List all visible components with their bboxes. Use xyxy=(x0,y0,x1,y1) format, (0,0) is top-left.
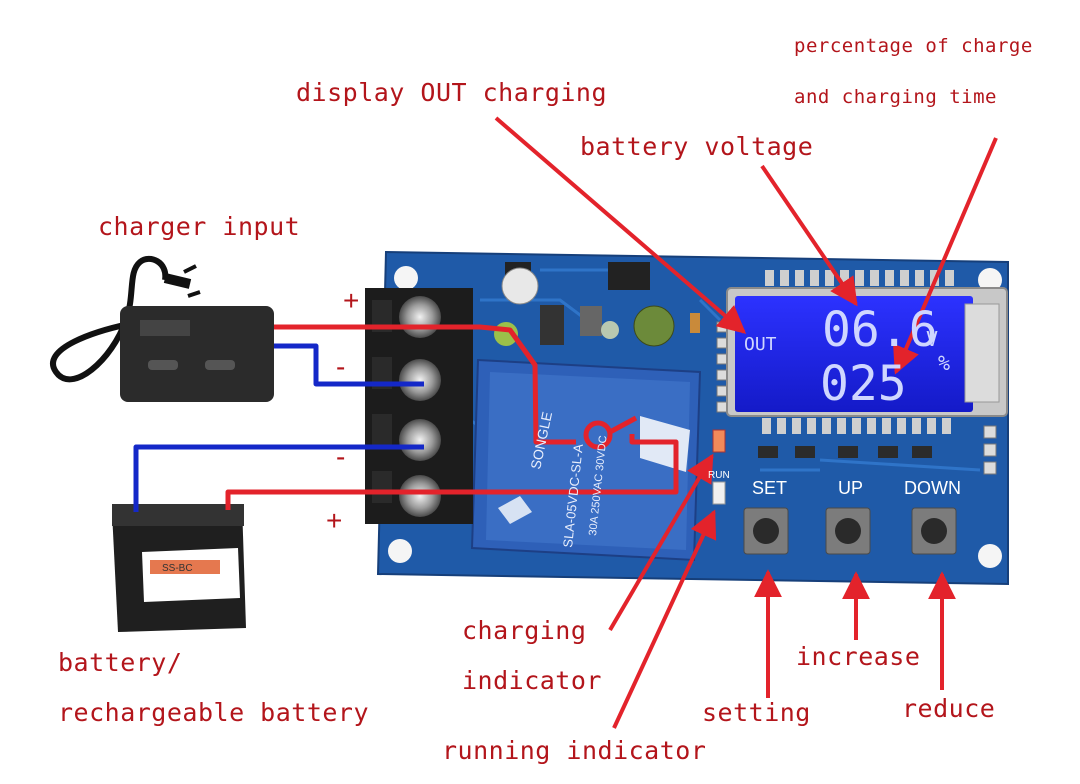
annotation-arrows xyxy=(494,116,998,729)
label-charger-input: charger input xyxy=(98,212,301,241)
polarity-plus-top: + xyxy=(343,285,359,316)
arrow-running-indicator xyxy=(612,509,717,729)
push-buttons xyxy=(743,507,957,555)
polarity-plus-bottom: + xyxy=(326,505,342,536)
label-indicator: indicator xyxy=(462,666,602,695)
label-display-out-charging: display OUT charging xyxy=(296,78,608,107)
terminal-screw xyxy=(399,296,441,338)
lcd-percent: 025 xyxy=(820,356,907,412)
resistor xyxy=(690,313,700,333)
battery-icon xyxy=(112,504,246,632)
label-increase: increase xyxy=(796,642,921,671)
label-rechargeable-battery: rechargeable battery xyxy=(58,698,370,727)
polarity-minus-2: - xyxy=(336,441,345,472)
crystal xyxy=(580,306,602,336)
battery-brand: SS-BC xyxy=(162,563,193,574)
polarity-minus-1: - xyxy=(336,351,345,382)
capacitor xyxy=(601,321,619,339)
lcd-voltage-unit: V xyxy=(926,327,938,351)
lcd-voltage: 06.6 xyxy=(822,302,938,358)
lcd-display xyxy=(726,287,1008,417)
ic-chip xyxy=(608,262,650,290)
arrow-percentage xyxy=(893,137,998,375)
terminal-screw xyxy=(399,359,441,401)
running-led xyxy=(712,481,726,505)
terminal-block xyxy=(365,288,473,524)
mount-hole xyxy=(388,539,412,563)
capacitor xyxy=(633,305,675,347)
up-label: UP xyxy=(838,478,863,498)
wires xyxy=(133,324,679,512)
label-running-indicator: running indicator xyxy=(442,736,707,765)
arrow-display-out xyxy=(494,116,747,334)
regulator xyxy=(540,305,564,345)
label-percentage-of-charge: percentage of charge xyxy=(794,35,1033,57)
down-button-icon xyxy=(921,518,947,544)
run-label: RUN xyxy=(708,470,730,481)
mount-hole xyxy=(978,268,1002,292)
down-label: DOWN xyxy=(904,478,961,498)
label-reduce: reduce xyxy=(902,694,996,723)
up-button-icon xyxy=(835,518,861,544)
songle-logo-icon xyxy=(498,496,532,524)
label-battery: battery/ xyxy=(58,648,183,677)
terminal-screw xyxy=(399,419,441,461)
terminal-screw xyxy=(399,475,441,517)
label-charging: charging xyxy=(462,616,587,645)
arrow-battery-voltage xyxy=(760,164,858,307)
mount-hole xyxy=(394,266,418,290)
label-charging-time: and charging time xyxy=(794,86,997,108)
label-setting: setting xyxy=(702,698,811,727)
set-label: SET xyxy=(752,478,787,498)
arrow-charging-indicator xyxy=(608,453,714,632)
label-battery-voltage: battery voltage xyxy=(580,132,814,161)
charger-adapter-icon xyxy=(50,255,274,402)
set-button-icon xyxy=(753,518,779,544)
lcd-out: OUT xyxy=(744,334,777,355)
relay xyxy=(470,358,702,562)
lcd-percent-unit: % xyxy=(938,351,950,375)
charging-led xyxy=(712,429,726,453)
capacitor xyxy=(501,267,539,305)
mount-hole xyxy=(978,544,1002,568)
